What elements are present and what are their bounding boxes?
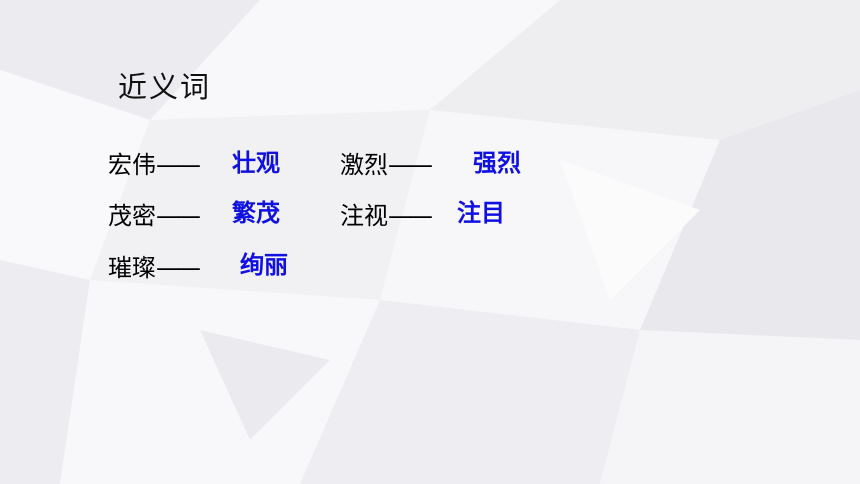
- word: 注视: [340, 202, 388, 230]
- dash: ——: [156, 254, 201, 282]
- word: 璀璨: [108, 254, 156, 282]
- dash: ——: [388, 202, 433, 230]
- word: 茂密: [108, 202, 156, 230]
- pair-row-5: 璀璨——: [108, 254, 201, 282]
- synonym: 绚丽: [240, 251, 288, 279]
- dash: ——: [156, 151, 201, 179]
- pair-row-1: 宏伟——: [108, 151, 201, 179]
- synonym: 注目: [457, 199, 505, 227]
- synonym: 壮观: [232, 149, 280, 177]
- page-title: 近义词: [118, 70, 212, 104]
- word: 激烈: [340, 151, 388, 179]
- dash: ——: [388, 151, 433, 179]
- synonym: 繁茂: [232, 199, 280, 227]
- word: 宏伟: [108, 151, 156, 179]
- pair-row-2: 激烈——: [340, 151, 433, 179]
- dash: ——: [156, 202, 201, 230]
- pair-row-3: 茂密——: [108, 202, 201, 230]
- pair-row-4: 注视——: [340, 202, 433, 230]
- synonym: 强烈: [473, 149, 521, 177]
